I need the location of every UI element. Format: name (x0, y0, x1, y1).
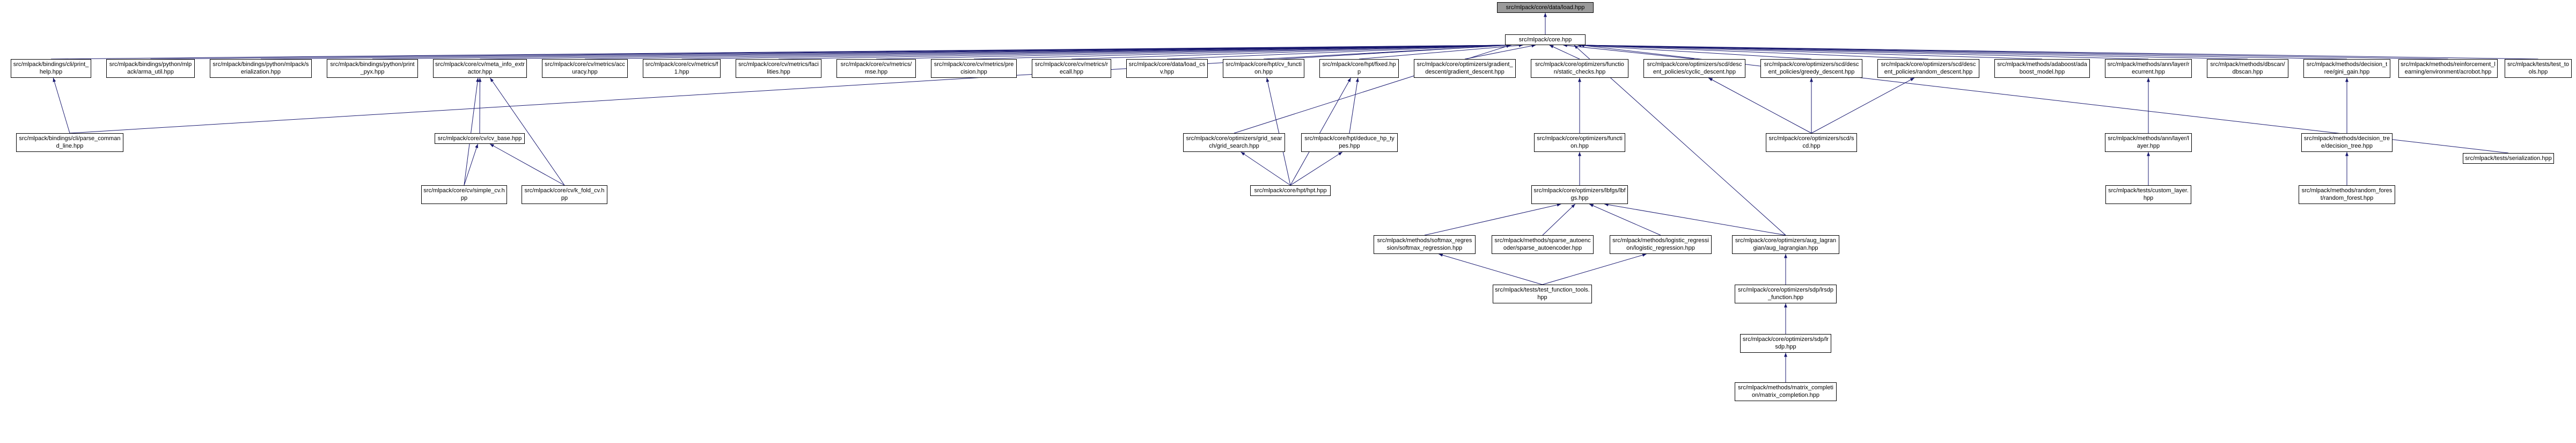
graph-node-fixed[interactable]: src/mlpack/core/hpt/fixed.hpp (1319, 59, 1399, 78)
include-edge (1542, 204, 1576, 236)
graph-node-softmax-regression[interactable]: src/mlpack/methods/softmax_regression/so… (1374, 235, 1476, 254)
graph-node-static-checks[interactable]: src/mlpack/core/optimizers/function/stat… (1531, 59, 1628, 78)
graph-node-print-pyx[interactable]: src/mlpack/bindings/python/print_pyx.hpp (327, 59, 418, 78)
include-edge (1464, 44, 1536, 60)
graph-node-print-help[interactable]: src/mlpack/bindings/cli/print_help.hpp (11, 59, 91, 78)
include-edge (1580, 43, 2347, 60)
graph-node-facilities[interactable]: src/mlpack/core/cv/metrics/facilities.hp… (736, 59, 821, 78)
include-edge (1577, 43, 1812, 60)
graph-node-parse-command-line[interactable]: src/mlpack/bindings/cli/parse_command_li… (16, 133, 123, 152)
include-edge (1071, 43, 1511, 60)
graph-node-logistic-regression[interactable]: src/mlpack/methods/logistic_regression/l… (1610, 235, 1712, 254)
graph-node-f1[interactable]: src/mlpack/core/cv/metrics/f1.hpp (643, 59, 721, 78)
include-edge (69, 43, 1511, 134)
include-edge (1349, 77, 1359, 134)
include-edge (1290, 77, 1352, 186)
graph-node-random-forest[interactable]: src/mlpack/methods/random_forest/random_… (2299, 185, 2395, 204)
graph-node-recurrent[interactable]: src/mlpack/methods/ann/layer/recurrent.h… (2105, 59, 2192, 78)
graph-node-random-descent[interactable]: src/mlpack/core/optimizers/scd/descent_p… (1877, 59, 1979, 78)
include-edge (1580, 43, 2149, 60)
include-edge (1580, 43, 2043, 60)
graph-node-cv-base[interactable]: src/mlpack/core/cv/cv_base.hpp (435, 133, 525, 144)
include-edge (1542, 253, 1647, 285)
include-edge (778, 43, 1511, 60)
graph-node-mse[interactable]: src/mlpack/core/cv/metrics/mse.hpp (836, 59, 916, 78)
graph-node-gradient-descent[interactable]: src/mlpack/core/optimizers/gradient_desc… (1414, 59, 1516, 78)
include-edge (489, 143, 565, 186)
include-edge (1580, 43, 2538, 60)
graph-node-gini-gain[interactable]: src/mlpack/methods/decision_tree/gini_ga… (2303, 59, 2390, 78)
include-edge (1580, 43, 2248, 60)
include-edge (1811, 77, 1915, 134)
graph-node-meta-info-extractor[interactable]: src/mlpack/core/cv/meta_info_extractor.h… (433, 59, 527, 78)
graph-node-test-tools[interactable]: src/mlpack/tests/test_tools.hpp (2505, 59, 2572, 78)
include-edge (1166, 43, 1511, 60)
graph-node-deduce-hp-types[interactable]: src/mlpack/core/hpt/deduce_hp_types.hpp (1301, 133, 1398, 152)
include-edge (973, 43, 1511, 60)
graph-node-load-csv[interactable]: src/mlpack/core/data/load_csv.hpp (1126, 59, 1208, 78)
graph-node-adaboost-model[interactable]: src/mlpack/methods/adaboost/adaboost_mod… (1994, 59, 2090, 78)
graph-node-grid-search[interactable]: src/mlpack/core/optimizers/grid_search/g… (1183, 133, 1285, 152)
include-edge (464, 143, 479, 186)
graph-node-hpt[interactable]: src/mlpack/core/hpt/hpt.hpp (1250, 185, 1331, 197)
graph-node-function[interactable]: src/mlpack/core/optimizers/function.hpp (1534, 133, 1625, 152)
graph-node-sparse-autoencoder[interactable]: src/mlpack/methods/sparse_autoencoder/sp… (1492, 235, 1594, 254)
include-edge (1604, 203, 1786, 236)
graph-node-k-fold-cv[interactable]: src/mlpack/core/cv/k_fold_cv.hpp (522, 185, 607, 204)
graph-node-tests-serialization[interactable]: src/mlpack/tests/serialization.hpp (2463, 153, 2554, 164)
graph-node-matrix-completion[interactable]: src/mlpack/methods/matrix_completion/mat… (1735, 382, 1837, 401)
graph-node-load: src/mlpack/core/data/load.hpp (1497, 2, 1594, 13)
graph-node-aug-lagrangian[interactable]: src/mlpack/core/optimizers/aug_lagrangia… (1732, 235, 1839, 254)
include-edge (876, 43, 1511, 60)
graph-node-acrobot[interactable]: src/mlpack/methods/reinforcement_learnin… (2398, 59, 2498, 78)
graph-node-python-serialization[interactable]: src/mlpack/bindings/python/mlpack/serial… (210, 59, 312, 78)
include-edge (1290, 151, 1343, 186)
graph-node-precision[interactable]: src/mlpack/core/cv/metrics/precision.hpp (931, 59, 1017, 78)
graph-node-accuracy[interactable]: src/mlpack/core/cv/metrics/accuracy.hpp (542, 59, 628, 78)
include-edge (1439, 253, 1543, 285)
graph-node-recall[interactable]: src/mlpack/core/cv/metrics/recall.hpp (1032, 59, 1111, 78)
graph-node-cv-function[interactable]: src/mlpack/core/hpt/cv_function.hpp (1223, 59, 1304, 78)
include-edge (1549, 45, 1580, 60)
include-edge (53, 77, 70, 134)
include-edge (1708, 77, 1812, 134)
graph-node-lrsdp[interactable]: src/mlpack/core/optimizers/sdp/lrsdp.hpp (1740, 334, 1831, 353)
include-edge (1266, 77, 1291, 186)
graph-node-scd[interactable]: src/mlpack/core/optimizers/scd/scd.hpp (1766, 133, 1857, 152)
graph-node-test-function-tools[interactable]: src/mlpack/tests/test_function_tools.hpp (1493, 285, 1592, 303)
graph-node-cyclic-descent[interactable]: src/mlpack/core/optimizers/scd/descent_p… (1643, 59, 1745, 78)
include-edge (1424, 203, 1561, 236)
graph-node-lbfgs[interactable]: src/mlpack/core/optimizers/lbfgs/lbfgs.h… (1531, 185, 1628, 204)
graph-node-dbscan[interactable]: src/mlpack/methods/dbscan/dbscan.hpp (2207, 59, 2288, 78)
include-edge (1241, 151, 1291, 186)
graph-node-custom-layer[interactable]: src/mlpack/tests/custom_layer.hpp (2105, 185, 2191, 204)
include-edge (681, 43, 1511, 60)
graph-node-simple-cv[interactable]: src/mlpack/core/cv/simple_cv.hpp (421, 185, 507, 204)
graph-node-arma-util[interactable]: src/mlpack/bindings/python/mlpack/arma_u… (106, 59, 195, 78)
graph-node-layer[interactable]: src/mlpack/methods/ann/layer/layer.hpp (2105, 133, 2192, 152)
graph-node-core[interactable]: src/mlpack/core.hpp (1505, 34, 1586, 46)
include-edge (1589, 204, 1661, 236)
include-edge (1563, 43, 1695, 60)
graph-node-decision-tree[interactable]: src/mlpack/methods/decision_tree/decisio… (2301, 133, 2392, 152)
graph-node-greedy-descent[interactable]: src/mlpack/core/optimizers/scd/descent_p… (1760, 59, 1862, 78)
include-edge (1359, 43, 1523, 60)
include-edge (584, 43, 1511, 60)
include-edge (1580, 43, 1929, 60)
graph-node-lrsdp-function[interactable]: src/mlpack/core/optimizers/sdp/lrsdp_fun… (1735, 285, 1837, 303)
include-edge (464, 77, 479, 186)
include-edge (489, 77, 565, 186)
